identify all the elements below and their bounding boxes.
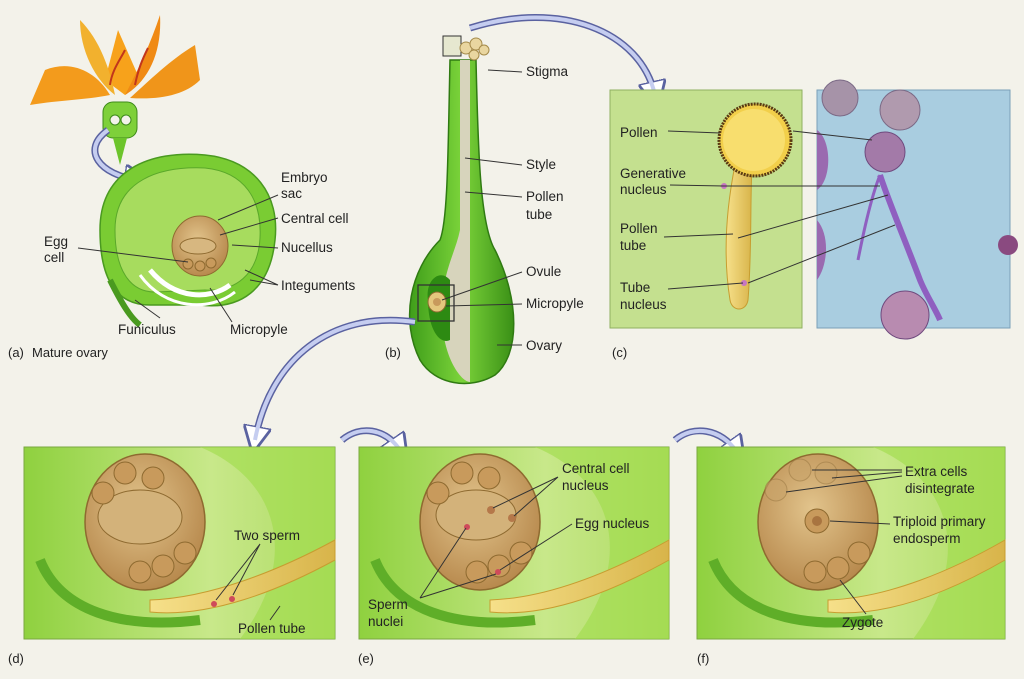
label-egg-cell-1: Egg (44, 234, 68, 249)
label-embryo-sac-1: Embryo (281, 170, 328, 185)
label-nucellus: Nucellus (281, 240, 333, 255)
label-sperm-nuclei-2: nuclei (368, 614, 403, 629)
pollen-grain-illustration (717, 102, 793, 310)
panel-a-caption: Mature ovary (32, 345, 108, 360)
panel-a-letter: (a) (8, 345, 24, 360)
label-triploid-1: Triploid primary (893, 514, 986, 529)
label-ovary: Ovary (526, 338, 562, 353)
label-tube-nucleus-1: Tube (620, 280, 650, 295)
label-pollen-tube-c-1: Pollen (620, 221, 658, 236)
panel-d-letter: (d) (8, 651, 24, 666)
mature-ovary-illustration (99, 153, 277, 328)
label-generative-nucleus-2: nucleus (620, 182, 667, 197)
panel-d: Two sperm Pollen tube (d) (8, 446, 336, 666)
label-egg-cell-2: cell (44, 250, 64, 265)
panel-e: Central cell nucleus Egg nucleus Sperm n… (358, 446, 670, 666)
arrow-stigma-to-pollen (468, 14, 655, 95)
label-sperm-nuclei-1: Sperm (368, 597, 408, 612)
pollen-micrograph (817, 79, 1018, 340)
pistil-illustration (408, 35, 515, 385)
label-pollen-tube-b-2: tube (526, 207, 552, 222)
panel-c: Pollen Generative nucleus Pollen tube Tu… (609, 79, 1018, 360)
label-embryo-sac-2: sac (281, 186, 302, 201)
label-pollen-tube-d: Pollen tube (238, 621, 306, 636)
label-central-cell-nucleus-1: Central cell (562, 461, 630, 476)
panel-e-letter: (e) (358, 651, 374, 666)
panel-f-letter: (f) (697, 651, 709, 666)
label-micropyle-a: Micropyle (230, 322, 288, 337)
panel-b: Stigma Style Pollen tube Ovule Micropyle… (385, 14, 655, 385)
label-pollen-tube-b-1: Pollen (526, 189, 564, 204)
flower-illustration (30, 15, 200, 165)
label-central-cell: Central cell (281, 211, 349, 226)
label-integuments: Integuments (281, 278, 356, 293)
pollen-micrograph-box (816, 89, 1011, 329)
label-tube-nucleus-2: nucleus (620, 297, 667, 312)
label-zygote: Zygote (842, 615, 883, 630)
label-triploid-2: endosperm (893, 531, 961, 546)
label-egg-nucleus: Egg nucleus (575, 516, 650, 531)
label-micropyle-b: Micropyle (526, 296, 584, 311)
label-style: Style (526, 157, 556, 172)
panel-a: Embryo sac Central cell Nucellus Integum… (8, 15, 356, 360)
label-extra-cells-2: disintegrate (905, 481, 975, 496)
label-ovule: Ovule (526, 264, 561, 279)
label-two-sperm: Two sperm (234, 528, 300, 543)
label-pollen-tube-c-2: tube (620, 238, 646, 253)
label-stigma: Stigma (526, 64, 569, 79)
label-generative-nucleus-1: Generative (620, 166, 686, 181)
panel-f: Extra cells disintegrate Triploid primar… (696, 446, 1006, 666)
label-pollen: Pollen (620, 125, 658, 140)
panel-c-letter: (c) (612, 345, 627, 360)
label-extra-cells-1: Extra cells (905, 464, 968, 479)
panel-b-letter: (b) (385, 345, 401, 360)
label-funiculus: Funiculus (118, 322, 176, 337)
label-central-cell-nucleus-2: nucleus (562, 478, 609, 493)
